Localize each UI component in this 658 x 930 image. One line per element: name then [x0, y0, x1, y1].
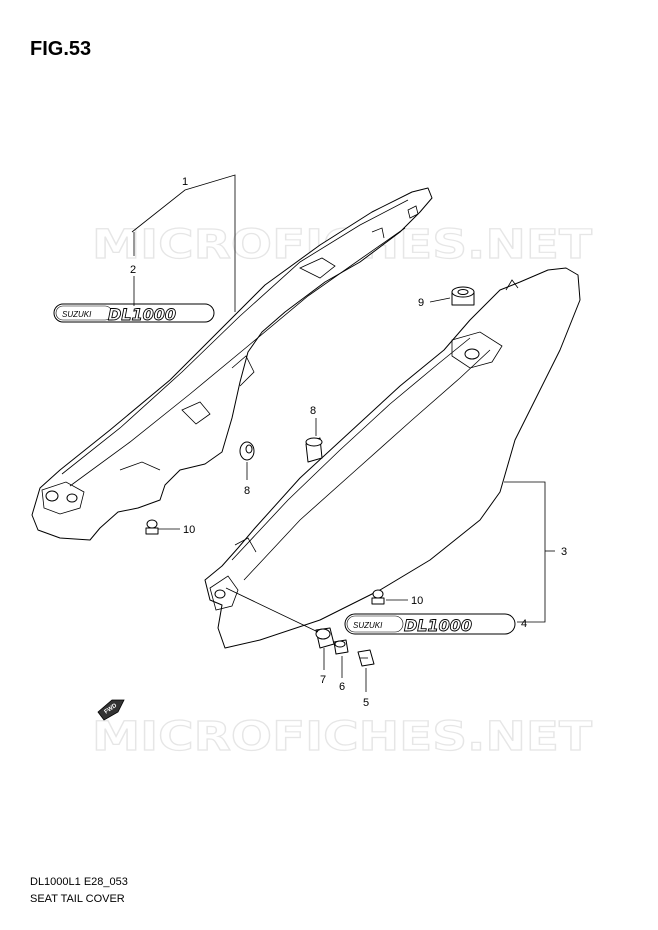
callout-8-right: 8: [310, 405, 316, 417]
callout-6: 6: [339, 681, 345, 693]
screw-10-right: [371, 589, 385, 605]
emblem-model-4: DL1000: [404, 616, 472, 635]
left-seat-tail-cover: [31, 187, 433, 541]
emblem-brand-2: SUZUKI: [62, 310, 92, 319]
collar-6: [333, 639, 349, 655]
forward-direction-arrow: FWD: [97, 699, 125, 721]
emblem-brand-4: SUZUKI: [353, 621, 383, 630]
callout-7: 7: [320, 674, 326, 686]
callout-1: 1: [182, 176, 188, 188]
callout-3: 3: [561, 546, 567, 558]
grommet-8-left: [239, 441, 255, 461]
callout-8-left: 8: [244, 485, 250, 497]
callout-4: 4: [521, 618, 527, 630]
grommet-7: [315, 627, 335, 649]
figure-caption: SEAT TAIL COVER: [30, 893, 125, 905]
screw-10-left: [145, 519, 159, 535]
grommet-9: [451, 286, 475, 306]
callout-10-right: 10: [411, 595, 423, 607]
emblem-model-2: DL1000: [108, 305, 176, 324]
watermark-bottom: MICROFICHES.NET: [92, 714, 593, 760]
model-code: DL1000L1 E28_053: [30, 876, 128, 888]
callout-2: 2: [130, 264, 136, 276]
bolt-5: [357, 649, 375, 667]
grommet-8-right: [305, 437, 323, 463]
callout-5: 5: [363, 697, 369, 709]
callout-10-left: 10: [183, 524, 195, 536]
leader-lines: [131, 174, 555, 692]
emblem-4: SUZUKI DL1000: [344, 613, 516, 635]
right-seat-tail-cover: [204, 267, 581, 649]
figure-title: FIG.53: [30, 38, 92, 60]
callout-9: 9: [418, 297, 424, 309]
emblem-2: SUZUKI DL1000: [53, 303, 215, 324]
